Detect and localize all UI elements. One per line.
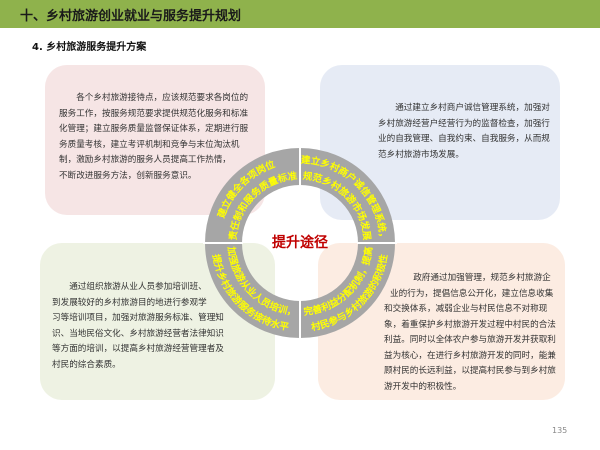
center-label: 提升途径 [272,235,328,251]
box-text: 政府通过加强管理，规范乡村旅游企业的行为，提倡信息公开化，建立信息收集和交换体系… [384,273,556,392]
page-number: 135 [552,426,568,435]
header-title: 十、乡村旅游创业就业与服务提升规划 [20,9,242,24]
box-benefit-sharing: 政府通过加强管理，规范乡村旅游企业的行为，提倡信息公开化，建立信息收集和交换体系… [318,243,565,400]
box-paragraph: 各个乡村旅游接待点，应该规范要求各岗位的服务工作，按服务规范要求提供规范化服务和… [59,91,249,261]
box-integrity-management: 通过建立乡村商户诚信管理系统，加强对乡村旅游经营户经营行为的监督检查，加强行业的… [320,65,560,220]
box-paragraph: 通过组织旅游从业人员参加培训班、到发展较好的乡村旅游目的地进行参观学习等培训项目… [52,280,224,450]
box-paragraph: 政府通过加强管理，规范乡村旅游企业的行为，提倡信息公开化，建立信息收集和交换体系… [384,271,556,441]
box-paragraph: 通过建立乡村商户诚信管理系统，加强对乡村旅游经营户经营行为的监督检查，加强行业的… [378,101,550,271]
box-text: 通过建立乡村商户诚信管理系统，加强对乡村旅游经营户经营行为的监督检查，加强行业的… [378,103,550,160]
section-title: 4. 乡村旅游服务提升方案 [32,42,147,53]
box-text: 通过组织旅游从业人员参加培训班、到发展较好的乡村旅游目的地进行参观学习等培训项目… [52,282,224,370]
box-text: 各个乡村旅游接待点，应该规范要求各岗位的服务工作，按服务规范要求提供规范化服务和… [59,93,249,181]
header-bar: 十、乡村旅游创业就业与服务提升规划 [0,0,600,28]
